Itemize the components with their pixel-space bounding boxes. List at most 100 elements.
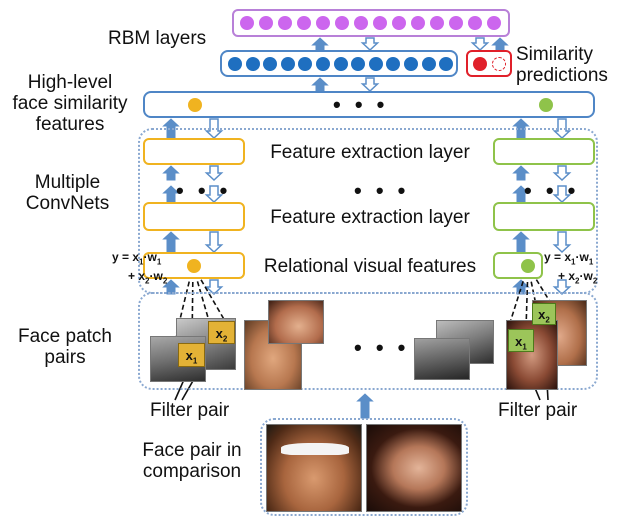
high-level-line3: features [35, 114, 105, 135]
feature-extraction-label-bottom: Feature extraction layer [270, 207, 470, 228]
face-pair-comparison-label: Face pair in comparison [122, 440, 262, 482]
right-equation-line1: y = x1·w1 [544, 250, 597, 269]
ellipsis: • • • [333, 92, 389, 117]
rbm-mid-unit [439, 57, 454, 71]
eq-sub: 1 [139, 257, 144, 267]
high-level-features-layer: • • • [143, 91, 595, 118]
filter-x1-right: x1 [508, 329, 534, 352]
relational-visual-features-label: Relational visual features [263, 256, 477, 277]
left-feature-extraction-bottom [143, 202, 245, 231]
prediction-unit-empty [492, 57, 506, 71]
down-arrow [204, 185, 224, 204]
face-patch-gray-right-front [414, 338, 470, 380]
filter-text: x [185, 348, 193, 363]
eq-sub: 1 [156, 257, 162, 267]
up-arrow [491, 37, 509, 51]
face-pair-line2: comparison [142, 461, 242, 482]
headband [281, 443, 349, 455]
down-arrow [360, 77, 380, 93]
eq-sub: 2 [162, 276, 168, 286]
high-level-features-label: High-level face similarity features [0, 72, 140, 135]
down-arrow [204, 231, 224, 254]
filter-text: x [515, 334, 523, 349]
rbm-mid-unit [263, 57, 278, 71]
left-equation-line1: y = x1·w1 [112, 250, 167, 269]
face-patch-line2: pairs [44, 347, 86, 368]
rbm-mid-unit [333, 57, 348, 71]
patch-ellipsis: • • • [354, 335, 410, 360]
face-photo-male [266, 424, 362, 512]
multiple-line1: Multiple [34, 172, 101, 193]
rbm-top-unit [449, 16, 463, 30]
similarity-predictions-label: Similarity predictions [516, 44, 620, 86]
rbm-mid-unit [386, 57, 401, 71]
feature-extraction-label-top: Feature extraction layer [270, 142, 470, 163]
up-arrow [512, 165, 530, 181]
similarity-label-line2: predictions [516, 65, 608, 86]
up-arrow [512, 231, 530, 253]
left-equation-line2: + x2·w2 [112, 269, 167, 288]
rbm-top-unit [468, 16, 482, 30]
right-equation-line2: + x2·w2 [544, 269, 597, 288]
feature-unit-orange [188, 98, 202, 112]
right-equation: y = x1·w1 + x2·w2 [544, 250, 597, 289]
up-arrow [311, 77, 329, 92]
rbm-mid-unit [421, 57, 436, 71]
up-arrow [162, 165, 180, 181]
rbm-mid-unit [245, 57, 260, 71]
rbm-mid-unit [351, 57, 366, 71]
down-arrow [360, 37, 380, 52]
rbm-top-layer [232, 9, 510, 37]
eq-text: ·w [143, 250, 157, 264]
filter-x2-right: x2 [532, 303, 556, 325]
down-arrow [470, 37, 490, 52]
similarity-label-line1: Similarity [516, 44, 594, 65]
rbm-top-unit [297, 16, 311, 30]
high-level-line2: face similarity [12, 93, 128, 114]
left-equation: y = x1·w1 + x2·w2 [112, 250, 167, 289]
eq-text: y = x [112, 250, 140, 264]
eq-text: ·w [149, 269, 163, 284]
face-patch-region [138, 292, 598, 390]
filter-sub: 2 [545, 315, 550, 325]
rbm-top-unit [373, 16, 387, 30]
connector-line [527, 265, 537, 306]
filter-text: x [215, 326, 223, 341]
prediction-unit-filled [473, 57, 487, 71]
filter-text: x [538, 307, 546, 322]
rbm-mid-unit [316, 57, 330, 71]
right-relational-layer [493, 252, 543, 279]
up-arrow [512, 185, 530, 203]
rbm-top-unit [392, 16, 406, 30]
face-photo-female [366, 424, 462, 512]
right-ellipsis: • • • [524, 178, 580, 203]
eq-sub: 2 [145, 276, 150, 286]
down-arrow [552, 165, 572, 182]
rbm-mid-unit [368, 57, 383, 71]
filter-sub: 2 [222, 334, 228, 344]
filter-pair-label-left: Filter pair [150, 400, 230, 421]
relational-unit-green [521, 259, 535, 273]
right-feature-extraction-bottom [493, 202, 595, 231]
left-feature-extraction-top [143, 138, 245, 165]
rbm-mid-unit [280, 57, 295, 71]
down-arrow [552, 279, 572, 296]
face-patch-line1: Face patch [18, 326, 112, 347]
filter-x1-left: x1 [178, 343, 205, 367]
face-pair-region [260, 418, 468, 516]
similarity-prediction-box [466, 50, 512, 77]
eq-sub: 1 [588, 257, 594, 267]
face-patch-color-back [268, 300, 324, 344]
multiple-line2: ConvNets [25, 193, 110, 214]
down-arrow [204, 279, 224, 296]
high-level-line1: High-level [27, 72, 113, 93]
filter-sub: 1 [192, 356, 198, 366]
rbm-layers-label: RBM layers [108, 28, 207, 49]
multiple-convnets-label: Multiple ConvNets [0, 172, 135, 214]
rbm-top-unit [430, 16, 444, 30]
eq-sub: 1 [571, 257, 576, 267]
rbm-mid-unit [404, 57, 418, 71]
center-ellipsis: • • • [354, 178, 410, 203]
filter-pair-label-right: Filter pair [498, 400, 578, 421]
face-patch-pairs-label: Face patch pairs [0, 326, 130, 368]
